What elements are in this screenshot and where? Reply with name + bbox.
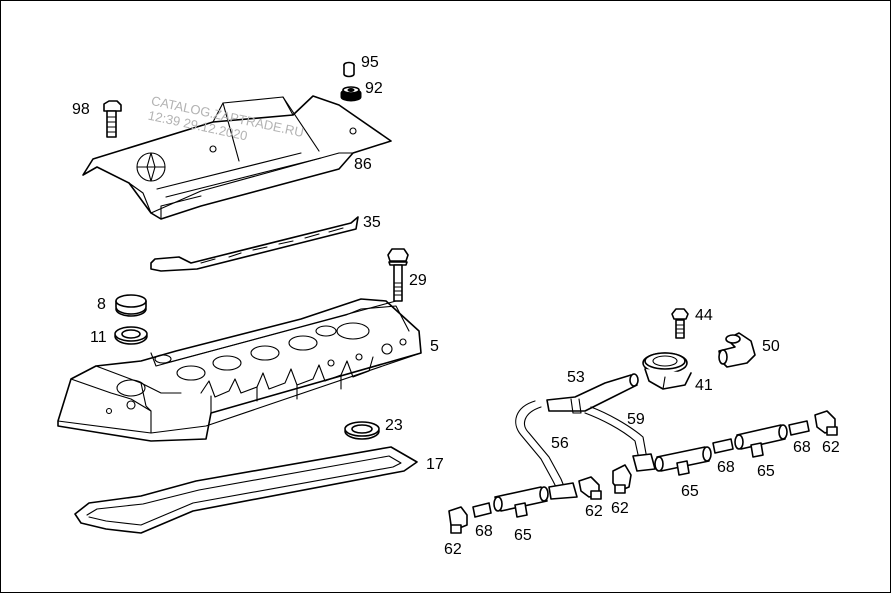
callout-62-b: 62 <box>585 503 603 520</box>
seal-strip-35 <box>150 216 359 272</box>
elbow-50 <box>718 332 756 368</box>
callout-65-b: 65 <box>681 483 699 500</box>
gasket-17 <box>74 446 418 534</box>
callout-50: 50 <box>762 338 780 355</box>
callout-68-c: 68 <box>793 439 811 456</box>
hose-68b <box>712 438 734 454</box>
callout-62-d: 62 <box>822 439 840 456</box>
callout-92: 92 <box>365 80 383 97</box>
bushing-95 <box>343 61 355 78</box>
callout-41: 41 <box>695 377 713 394</box>
hose-56 <box>515 400 578 500</box>
callout-62-a: 62 <box>444 541 462 558</box>
callout-44: 44 <box>695 307 713 324</box>
callout-98: 98 <box>72 101 90 118</box>
cylinder-head-cover-5 <box>57 298 422 442</box>
hose-68c <box>788 420 810 436</box>
hose-68a <box>472 502 492 518</box>
callout-53: 53 <box>567 369 585 386</box>
tee-connector-65c <box>734 424 788 458</box>
callout-11: 11 <box>90 329 107 346</box>
callout-65-c: 65 <box>757 463 775 480</box>
grommet-92 <box>340 86 362 102</box>
callout-35: 35 <box>363 214 381 231</box>
callout-59: 59 <box>627 411 645 428</box>
connector-62b <box>578 476 602 500</box>
callout-86: 86 <box>354 156 372 173</box>
oil-separator-41 <box>642 352 692 390</box>
callout-95: 95 <box>361 54 379 71</box>
callout-5: 5 <box>430 338 439 355</box>
callout-65-a: 65 <box>514 527 532 544</box>
hose-53 <box>546 373 639 414</box>
sealing-ring-23 <box>344 421 380 440</box>
engine-cover-86 <box>82 95 392 220</box>
connector-62c <box>612 464 632 494</box>
tee-connector-65b <box>654 446 712 476</box>
bolt-44 <box>671 308 689 339</box>
callout-8: 8 <box>97 296 106 313</box>
callout-29: 29 <box>409 272 427 289</box>
hose-59 <box>584 406 656 472</box>
screw-98 <box>103 100 122 138</box>
bolt-29 <box>387 248 409 302</box>
callout-23: 23 <box>385 417 403 434</box>
connector-62a <box>448 506 468 534</box>
callout-56: 56 <box>551 435 569 452</box>
sealing-ring-11 <box>114 326 148 345</box>
callout-17: 17 <box>426 456 444 473</box>
callout-68-a: 68 <box>475 523 493 540</box>
plug-8 <box>115 294 147 317</box>
callout-68-b: 68 <box>717 459 735 476</box>
tee-connector-65a <box>493 486 549 518</box>
connector-62d <box>814 410 838 436</box>
callout-62-c: 62 <box>611 500 629 517</box>
